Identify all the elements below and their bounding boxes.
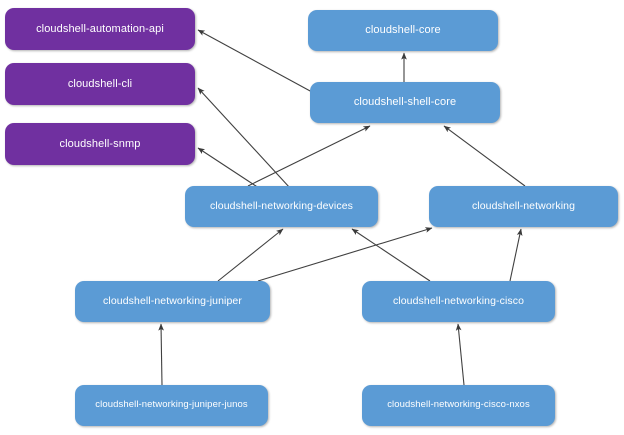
- node-cloudshell-networking-cisco[interactable]: cloudshell-networking-cisco: [362, 281, 555, 322]
- node-cloudshell-networking-cisco-nxos[interactable]: cloudshell-networking-cisco-nxos: [362, 385, 555, 426]
- edge-cloudshell-networking-cisco--to--cloudshell-networking: [509, 228, 523, 282]
- node-cloudshell-snmp[interactable]: cloudshell-snmp: [5, 123, 195, 165]
- node-label: cloudshell-networking-cisco: [392, 295, 525, 308]
- node-label: cloudshell-cli: [67, 77, 133, 90]
- edge-cloudshell-networking-juniper-junos--to--cloudshell-networking-juniper: [158, 323, 164, 386]
- node-label: cloudshell-networking-juniper: [103, 295, 242, 308]
- edge-cloudshell-networking-juniper--to--cloudshell-networking: [257, 227, 433, 282]
- edge-cloudshell-networking-devices--to--cloudshell-snmp: [197, 147, 263, 191]
- edge-cloudshell-networking--to--cloudshell-shell-core: [443, 125, 526, 187]
- node-label: cloudshell-networking: [471, 200, 576, 213]
- node-label: cloudshell-core: [365, 24, 441, 37]
- edge-cloudshell-networking-juniper--to--cloudshell-networking-devices: [217, 228, 284, 282]
- edge-cloudshell-networking-cisco-nxos--to--cloudshell-networking-cisco: [455, 323, 465, 386]
- node-label: cloudshell-networking-juniper-junos: [95, 399, 248, 411]
- edge-cloudshell-networking-devices--to--cloudshell-cli: [197, 87, 291, 189]
- node-cloudshell-networking[interactable]: cloudshell-networking: [429, 186, 618, 227]
- node-label: cloudshell-automation-api: [36, 22, 164, 35]
- node-cloudshell-networking-juniper[interactable]: cloudshell-networking-juniper: [75, 281, 270, 322]
- node-cloudshell-networking-juniper-junos[interactable]: cloudshell-networking-juniper-junos: [75, 385, 268, 426]
- node-cloudshell-shell-core[interactable]: cloudshell-shell-core: [310, 82, 500, 123]
- edge-cloudshell-shell-core--to--cloudshell-automation-api: [197, 29, 313, 93]
- node-label: cloudshell-shell-core: [353, 96, 457, 109]
- edge-cloudshell-networking-cisco--to--cloudshell-networking-devices: [351, 228, 431, 282]
- node-cloudshell-networking-devices[interactable]: cloudshell-networking-devices: [185, 186, 378, 227]
- node-label: cloudshell-networking-devices: [210, 200, 353, 213]
- node-cloudshell-core[interactable]: cloudshell-core: [308, 10, 498, 51]
- edge-cloudshell-networking-devices--to--cloudshell-shell-core: [247, 125, 371, 187]
- node-label: cloudshell-snmp: [59, 137, 141, 150]
- node-cloudshell-cli[interactable]: cloudshell-cli: [5, 63, 195, 105]
- node-label: cloudshell-networking-cisco-nxos: [387, 399, 530, 411]
- node-cloudshell-automation-api[interactable]: cloudshell-automation-api: [5, 8, 195, 50]
